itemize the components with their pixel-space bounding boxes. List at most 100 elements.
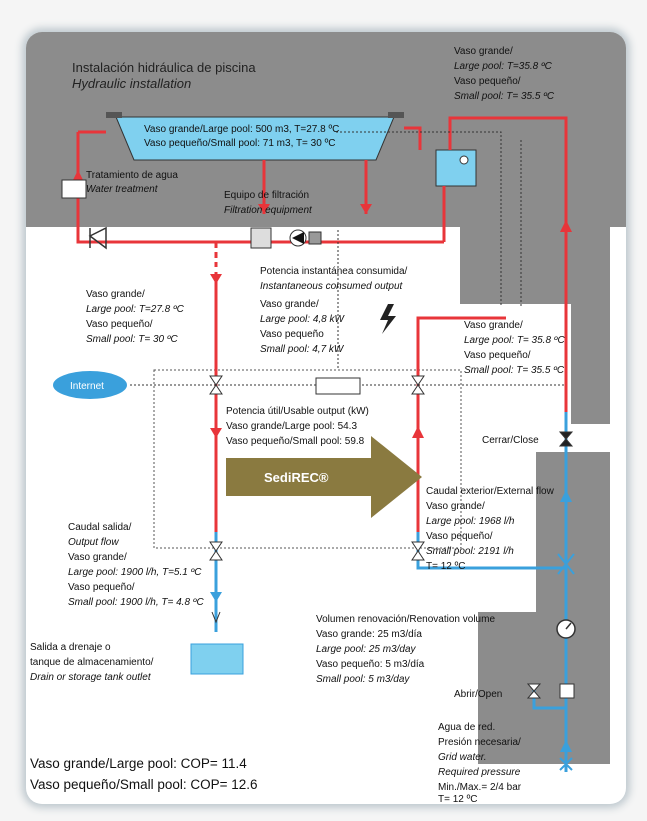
svg-text:Vaso grande/: Vaso grande/: [464, 320, 523, 331]
svg-text:Vaso grande/: Vaso grande/: [68, 552, 127, 563]
svg-text:Vaso grande: 25 m3/día: Vaso grande: 25 m3/día: [316, 629, 422, 640]
svg-text:Vaso grande/: Vaso grande/: [426, 501, 485, 512]
sedirec-arrow: [226, 436, 422, 518]
grey-zone-right: [571, 304, 610, 424]
check-valve-icon: [88, 226, 107, 250]
water-treatment-label: Tratamiento de agua: [86, 170, 178, 181]
tap-icon: [559, 757, 573, 771]
diagram-title: Instalación hidráulica de piscina: [72, 60, 256, 75]
svg-text:tanque de almacenamiento/: tanque de almacenamiento/: [30, 657, 154, 668]
svg-text:Small pool: T= 30 ºC: Small pool: T= 30 ºC: [86, 334, 179, 345]
pool-rim-left: [106, 112, 122, 118]
svg-text:Small pool: 2191 l/h: Small pool: 2191 l/h: [426, 546, 514, 557]
filtration-label: Equipo de filtración: [224, 190, 309, 201]
svg-text:Vaso pequeño/Small pool: 59.8: Vaso pequeño/Small pool: 59.8: [226, 436, 365, 447]
pump-arrow-icon: [292, 232, 304, 244]
svg-text:Large pool: 4,8 kW: Large pool: 4,8 kW: [260, 314, 345, 325]
water-treatment-box: [61, 179, 87, 199]
float-valve-icon: [459, 155, 469, 165]
hot-circuit: [76, 116, 568, 532]
svg-text:Vaso grande/: Vaso grande/: [86, 289, 145, 300]
drain-tank: [190, 643, 244, 675]
svg-text:Min./Max.= 2/4 bar: Min./Max.= 2/4 bar: [438, 782, 522, 793]
valve-box-icon: [559, 683, 575, 699]
pool-info-small: Vaso pequeño/Small pool: 71 m3, T= 30 ºC: [144, 138, 335, 149]
svg-text:Grid water.: Grid water.: [438, 752, 487, 763]
svg-text:Large pool: 25 m3/day: Large pool: 25 m3/day: [316, 644, 417, 655]
arrow-up-icon: [72, 170, 84, 182]
svg-text:Caudal exterior/External flow: Caudal exterior/External flow: [426, 486, 555, 497]
svg-text:Vaso pequeño: Vaso pequeño: [260, 329, 324, 340]
renovation-labels: Volumen renovación/Renovation volume Vas…: [316, 614, 495, 685]
svg-text:Presión necesaria/: Presión necesaria/: [438, 737, 521, 748]
svg-text:Small pool: 1900 l/h, T= 4.8 º: Small pool: 1900 l/h, T= 4.8 ºC: [68, 597, 204, 608]
top-right-temps: Vaso grande/ Large pool: T=35.8 ºC Vaso …: [454, 46, 555, 102]
arrow-up-icon: [560, 740, 572, 752]
motor-icon: [308, 231, 322, 245]
svg-text:Vaso pequeño/: Vaso pequeño/: [68, 582, 135, 593]
valve-icon: [411, 375, 425, 395]
svg-text:Agua de red.: Agua de red.: [438, 722, 495, 733]
arrow-down-icon: [210, 428, 222, 438]
valve-icon: [209, 541, 223, 561]
balance-tank: [435, 149, 477, 187]
internet-label: Internet: [70, 381, 104, 392]
svg-text:T= 12 ºC: T= 12 ºC: [426, 561, 466, 572]
thermometer-icon: [211, 611, 221, 624]
svg-text:Output flow: Output flow: [68, 537, 119, 548]
svg-text:Required pressure: Required pressure: [438, 767, 521, 778]
close-label: Cerrar/Close: [482, 435, 539, 446]
hot-arrows: [72, 170, 572, 438]
output-flow-labels: Caudal salida/ Output flow Vaso grande/ …: [68, 522, 204, 608]
svg-text:Small pool: 4,7 kW: Small pool: 4,7 kW: [260, 344, 345, 355]
right-temps: Vaso grande/ Large pool: T= 35.8 ºC Vaso…: [464, 320, 565, 376]
svg-text:Vaso pequeño/: Vaso pequeño/: [86, 319, 153, 330]
svg-text:Salida a drenaje o: Salida a drenaje o: [30, 642, 111, 653]
arrow-down-icon: [210, 592, 222, 602]
arrow-up-icon: [560, 490, 572, 502]
grid-water-labels: Agua de red. Presión necesaria/ Grid wat…: [438, 722, 522, 804]
water-treatment-label-en: Water treatment: [86, 184, 159, 195]
diagram-card: Instalación hidráulica de piscina Hydrau…: [26, 32, 626, 804]
svg-text:Small pool: 5 m3/day: Small pool: 5 m3/day: [316, 674, 410, 685]
open-label: Abrir/Open: [454, 689, 502, 700]
svg-text:Drain or storage tank outlet: Drain or storage tank outlet: [30, 672, 152, 683]
flow-meter-icon: [557, 553, 575, 575]
lightning-icon: [380, 304, 396, 334]
svg-text:Vaso grande/Large pool: 54.3: Vaso grande/Large pool: 54.3: [226, 421, 357, 432]
close-valve-icon: [558, 431, 574, 447]
cop-small: Vaso pequeño/Small pool: COP= 12.6: [30, 777, 258, 792]
filter-icon: [250, 227, 272, 249]
left-temps: Vaso grande/ Large pool: T=27.8 ºC Vaso …: [86, 289, 185, 345]
drain-labels: Salida a drenaje o tanque de almacenamie…: [30, 642, 154, 683]
pool-rim-right: [388, 112, 404, 118]
filtration-label-en: Filtration equipment: [224, 205, 313, 216]
grey-zone-top: [26, 32, 626, 332]
svg-text:Instantaneous consumed output: Instantaneous consumed output: [260, 281, 404, 292]
consumed-output-labels: Potencia instantánea consumida/ Instanta…: [260, 266, 408, 355]
grey-zone-mid-right: [478, 612, 610, 764]
valves: [209, 375, 575, 699]
cop-large: Vaso grande/Large pool: COP= 11.4: [30, 756, 247, 771]
svg-text:Large pool: 1968 l/h: Large pool: 1968 l/h: [426, 516, 515, 527]
svg-text:Caudal salida/: Caudal salida/: [68, 522, 132, 533]
external-flow-labels: Caudal exterior/External flow Vaso grand…: [426, 486, 555, 572]
svg-text:Vaso grande/: Vaso grande/: [260, 299, 319, 310]
arrow-down-icon: [210, 274, 222, 284]
svg-text:T= 12 ºC: T= 12 ºC: [438, 794, 478, 804]
svg-text:Vaso pequeño/: Vaso pequeño/: [464, 350, 531, 361]
sedirec-brand: SediREC®: [264, 470, 329, 485]
arrow-down-icon: [258, 204, 270, 214]
svg-text:Vaso pequeño/: Vaso pequeño/: [454, 76, 521, 87]
pool-info-large: Vaso grande/Large pool: 500 m3, T=27.8 º…: [144, 124, 339, 135]
svg-text:Potencia instantánea consumida: Potencia instantánea consumida/: [260, 266, 408, 277]
valve-icon: [209, 375, 223, 395]
svg-text:Volumen renovación/Renovation: Volumen renovación/Renovation volume: [316, 614, 495, 625]
hydraulic-diagram: Instalación hidráulica de piscina Hydrau…: [26, 32, 626, 804]
arrow-up-icon: [560, 220, 572, 232]
svg-text:Vaso pequeño: 5 m3/día: Vaso pequeño: 5 m3/día: [316, 659, 425, 670]
svg-text:Large pool: T=35.8 ºC: Large pool: T=35.8 ºC: [454, 61, 553, 72]
usable-output-labels: Potencia útil/Usable output (kW) Vaso gr…: [226, 406, 369, 447]
open-valve-icon: [526, 683, 542, 699]
diagram-subtitle: Hydraulic installation: [72, 76, 191, 91]
